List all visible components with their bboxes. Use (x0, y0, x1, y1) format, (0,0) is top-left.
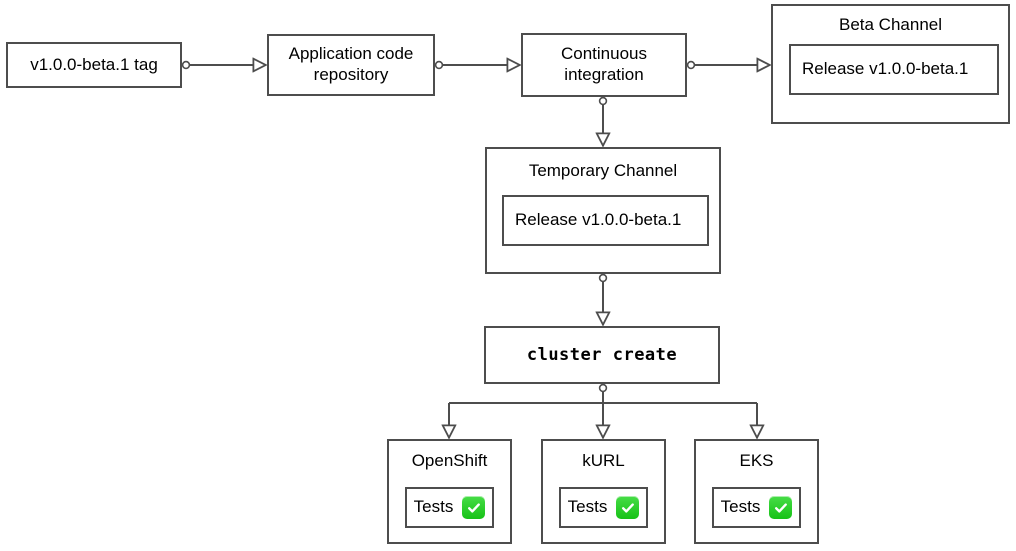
green-check-icon (769, 496, 793, 519)
group-beta-channel[interactable]: Beta Channel Release v1.0.0-beta.1 (771, 4, 1010, 124)
node-cluster-create[interactable]: cluster create (484, 326, 720, 384)
node-eks-tests[interactable]: Tests (712, 487, 801, 528)
tests-label: Tests (567, 497, 608, 517)
group-target-openshift-title: OpenShift (411, 451, 488, 470)
node-beta-channel-release-label: Release v1.0.0-beta.1 (802, 59, 969, 79)
green-check-icon (616, 496, 640, 519)
node-app-code-repository-label: Application code repository (288, 44, 414, 84)
node-tag-label: v1.0.0-beta.1 tag (30, 54, 158, 74)
group-temporary-channel[interactable]: Temporary Channel Release v1.0.0-beta.1 (485, 147, 721, 274)
node-openshift-tests[interactable]: Tests (405, 487, 494, 528)
group-target-eks[interactable]: EKS Tests (694, 439, 819, 544)
tests-row: Tests (561, 496, 646, 519)
node-kurl-tests[interactable]: Tests (559, 487, 648, 528)
node-tag[interactable]: v1.0.0-beta.1 tag (6, 42, 182, 88)
group-temporary-channel-title: Temporary Channel (528, 161, 678, 180)
tests-row: Tests (407, 496, 492, 519)
tests-label: Tests (413, 497, 454, 517)
node-cluster-create-label: cluster create (526, 344, 678, 365)
tests-label: Tests (720, 497, 761, 517)
group-target-openshift[interactable]: OpenShift Tests (387, 439, 512, 544)
node-temporary-channel-release-label: Release v1.0.0-beta.1 (515, 210, 682, 230)
node-beta-channel-release[interactable]: Release v1.0.0-beta.1 (789, 44, 999, 95)
node-temporary-channel-release[interactable]: Release v1.0.0-beta.1 (502, 195, 709, 246)
group-target-kurl[interactable]: kURL Tests (541, 439, 666, 544)
group-beta-channel-title: Beta Channel (838, 15, 943, 34)
node-continuous-integration-label: Continuous integration (560, 44, 647, 84)
node-app-code-repository[interactable]: Application code repository (267, 34, 435, 96)
group-target-kurl-title: kURL (582, 451, 625, 470)
node-continuous-integration[interactable]: Continuous integration (521, 33, 687, 97)
tests-row: Tests (714, 496, 799, 519)
green-check-icon (462, 496, 486, 519)
group-target-eks-title: EKS (739, 451, 774, 470)
